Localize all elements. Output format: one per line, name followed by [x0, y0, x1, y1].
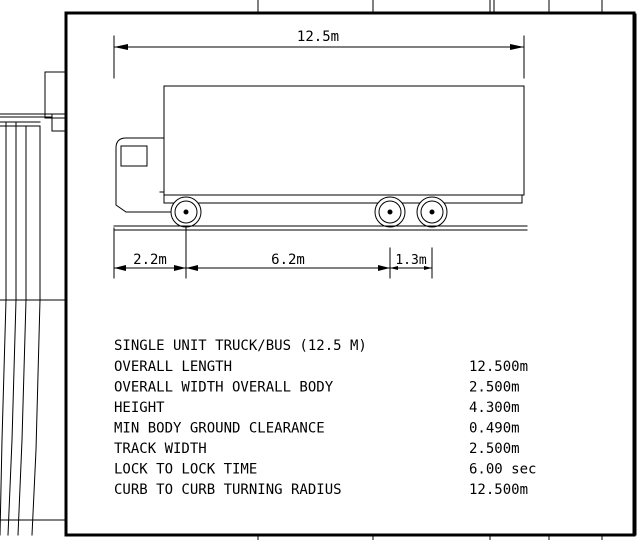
overall-length-dimension	[113, 35, 525, 79]
spec-label: OVERALL WIDTH OVERALL BODY	[114, 380, 334, 396]
spec-value: 6.00 sec	[469, 462, 536, 478]
spec-value: 2.500m	[469, 380, 520, 396]
truck-chassis	[163, 194, 523, 204]
front-overhang-label: 2.2m	[133, 252, 167, 268]
spec-label: LOCK TO LOCK TIME	[114, 462, 257, 478]
spec-label: TRACK WIDTH	[114, 441, 207, 457]
spec-value: 12.500m	[469, 482, 528, 498]
truck-cab	[115, 137, 173, 213]
spec-value: 2.500m	[469, 441, 520, 457]
overall-length-label: 12.5m	[297, 29, 339, 45]
rear-wheel-2	[416, 196, 448, 228]
axle-spread-label: 1.3m	[395, 253, 426, 268]
axle-dimensions	[113, 227, 433, 279]
spec-label: HEIGHT	[114, 400, 165, 416]
spec-label: MIN BODY GROUND CLEARANCE	[114, 421, 325, 437]
spec-value: 0.490m	[469, 421, 520, 437]
rear-wheel-1	[374, 196, 406, 228]
front-wheel	[170, 196, 202, 228]
wheelbase-label: 6.2m	[271, 252, 305, 268]
cab-window	[120, 145, 148, 167]
spec-value: 12.500m	[469, 359, 528, 375]
truck-side-view	[115, 85, 525, 213]
sheet-frame	[64, 11, 636, 537]
spec-value: 4.300m	[469, 400, 520, 416]
spec-label: CURB TO CURB TURNING RADIUS	[114, 482, 342, 498]
spec-label: OVERALL LENGTH	[114, 359, 232, 375]
vehicle-title: SINGLE UNIT TRUCK/BUS (12.5 M)	[114, 338, 367, 354]
